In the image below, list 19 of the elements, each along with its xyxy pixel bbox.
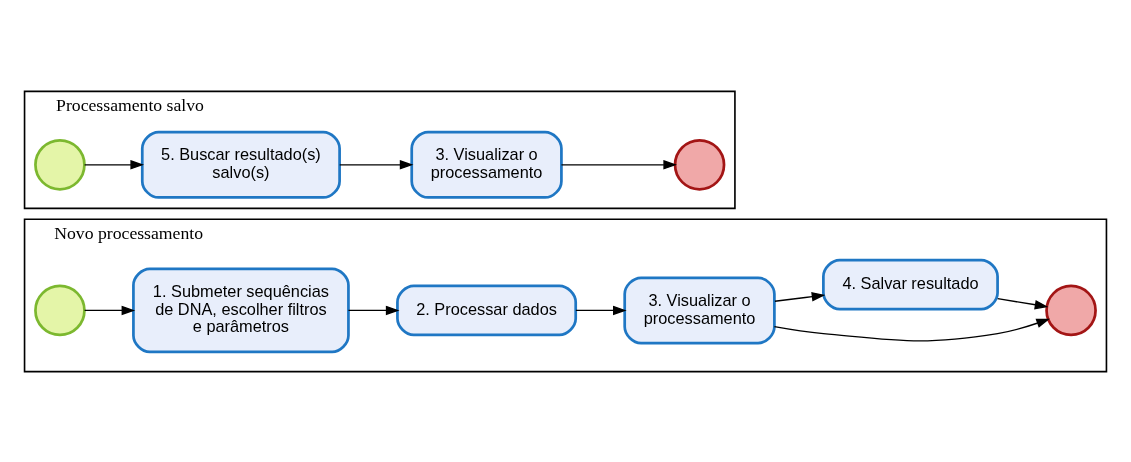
node-circle <box>34 284 86 336</box>
arrow <box>560 159 677 170</box>
node-box: 5. Buscar resultado(s) salvo(s) <box>140 130 341 199</box>
node-box: 3. Visualizar o processamento <box>623 275 776 344</box>
arrow <box>83 305 136 315</box>
node-circle <box>1045 284 1097 336</box>
node-circle <box>673 138 726 191</box>
node-box: 2. Processar dados <box>396 284 578 336</box>
arrow <box>997 297 1049 309</box>
node-box: 4. Salvar resultado <box>822 258 999 310</box>
arrow <box>347 305 400 315</box>
node-circle <box>34 138 86 191</box>
arrow <box>774 291 826 302</box>
arrow <box>773 318 1050 341</box>
node-box: 3. Visualizar o processamento <box>410 130 563 199</box>
arrow <box>83 159 144 170</box>
node-box: 1. Submeter sequências de DNA, escolher filtros e parâmetros <box>132 267 350 353</box>
arrow <box>575 305 627 315</box>
arrow <box>339 159 414 170</box>
